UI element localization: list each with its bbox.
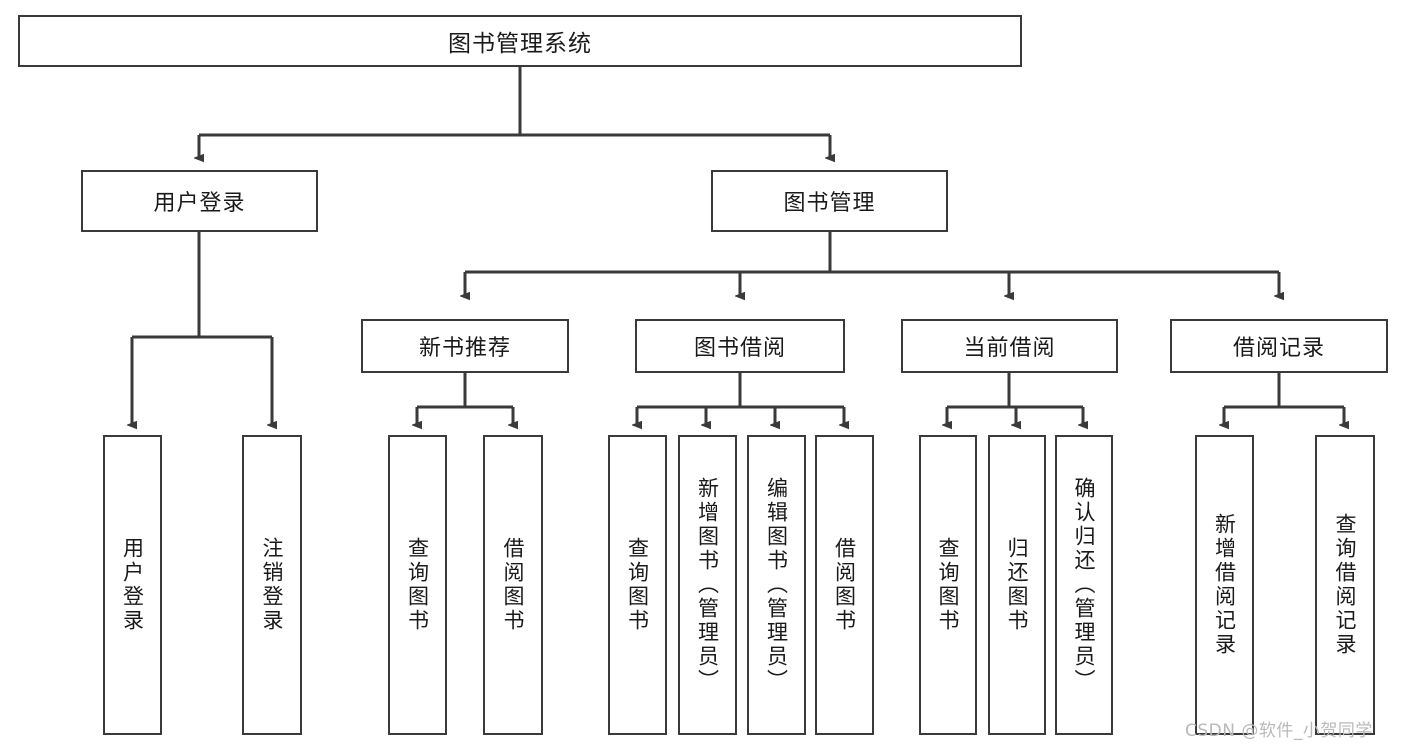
leaf-current-confirm-return[interactable]: 确认归还（管理员） — [1055, 435, 1113, 735]
node-label: 新书推荐 — [418, 336, 511, 361]
leaf-record-query-record[interactable]: 查询借阅记录 — [1315, 435, 1375, 735]
node-label: 查询图书 — [405, 537, 430, 633]
leaf-record-add-record[interactable]: 新增借阅记录 — [1195, 435, 1254, 735]
leaf-current-return-book[interactable]: 归还图书 — [988, 435, 1046, 735]
node-root-system[interactable]: 图书管理系统 — [18, 15, 1022, 67]
leaf-recommend-borrow-book[interactable]: 借阅图书 — [483, 435, 543, 735]
node-label: 用户登录 — [153, 191, 246, 216]
node-user-login[interactable]: 用户登录 — [81, 170, 318, 232]
node-new-book-recommend[interactable]: 新书推荐 — [361, 319, 569, 373]
node-label: 注销登录 — [260, 537, 285, 633]
leaf-borrow-add-book[interactable]: 新增图书（管理员） — [678, 435, 737, 735]
node-label: 图书借阅 — [693, 336, 786, 361]
node-label: 查询图书 — [936, 537, 961, 633]
node-current-borrow[interactable]: 当前借阅 — [901, 319, 1118, 373]
node-label: 当前借阅 — [963, 336, 1056, 361]
node-label: 查询图书 — [625, 537, 650, 633]
node-book-management[interactable]: 图书管理 — [711, 170, 948, 232]
leaf-recommend-query-book[interactable]: 查询图书 — [388, 435, 447, 735]
leaf-user-login-login[interactable]: 用户登录 — [103, 435, 162, 735]
node-label: 借阅图书 — [832, 537, 857, 633]
leaf-user-login-logout[interactable]: 注销登录 — [242, 435, 302, 735]
node-borrow-record[interactable]: 借阅记录 — [1170, 319, 1388, 373]
node-label: 查询借阅记录 — [1333, 513, 1358, 657]
node-label: 编辑图书（管理员） — [764, 477, 789, 693]
node-label: 确认归还（管理员） — [1072, 477, 1097, 693]
leaf-borrow-borrow-book[interactable]: 借阅图书 — [815, 435, 874, 735]
node-label: 图书管理系统 — [448, 31, 592, 57]
node-label: 借阅记录 — [1232, 336, 1325, 361]
node-label: 新增借阅记录 — [1212, 513, 1237, 657]
node-label: 借阅图书 — [501, 537, 526, 633]
csdn-watermark: CSDN @软件_小贺同学 — [1185, 721, 1373, 741]
node-book-borrow[interactable]: 图书借阅 — [635, 319, 845, 373]
leaf-borrow-edit-book[interactable]: 编辑图书（管理员） — [747, 435, 806, 735]
node-label: 用户登录 — [120, 537, 145, 633]
leaf-current-query-book[interactable]: 查询图书 — [919, 435, 977, 735]
node-label: 归还图书 — [1005, 537, 1030, 633]
leaf-borrow-query-book[interactable]: 查询图书 — [608, 435, 667, 735]
node-label: 新增图书（管理员） — [695, 477, 720, 693]
node-label: 图书管理 — [783, 191, 876, 216]
